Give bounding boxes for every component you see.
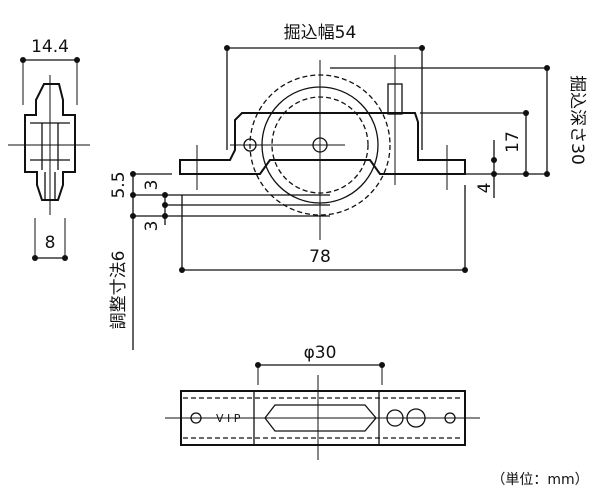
diameter-label: φ30 (304, 343, 337, 363)
unit-label: （単位：mm） (491, 472, 588, 488)
front-view: 掘込幅54 掘込深さ30 17 4 5.5 3 3 調整寸法6 78 (109, 23, 587, 350)
side-view: 14.4 8 (8, 37, 90, 261)
offset-5-5-label: 5.5 (109, 171, 129, 198)
flange-4-label: 4 (475, 183, 495, 194)
digging-width-label: 掘込幅54 (284, 23, 357, 43)
length-78-label: 78 (309, 247, 331, 267)
side-width-label: 14.4 (31, 37, 69, 57)
bottom-view: φ30 V I P (165, 343, 480, 460)
side-bottom-label: 8 (45, 233, 56, 253)
offset-3-bottom-label: 3 (142, 221, 162, 232)
vip-mark: V I P (216, 412, 241, 425)
height-17-label: 17 (503, 131, 523, 153)
offset-3-top-label: 3 (142, 180, 162, 191)
digging-depth-label: 掘込深さ30 (567, 75, 587, 165)
adjust-range-label: 調整寸法6 (109, 251, 129, 330)
